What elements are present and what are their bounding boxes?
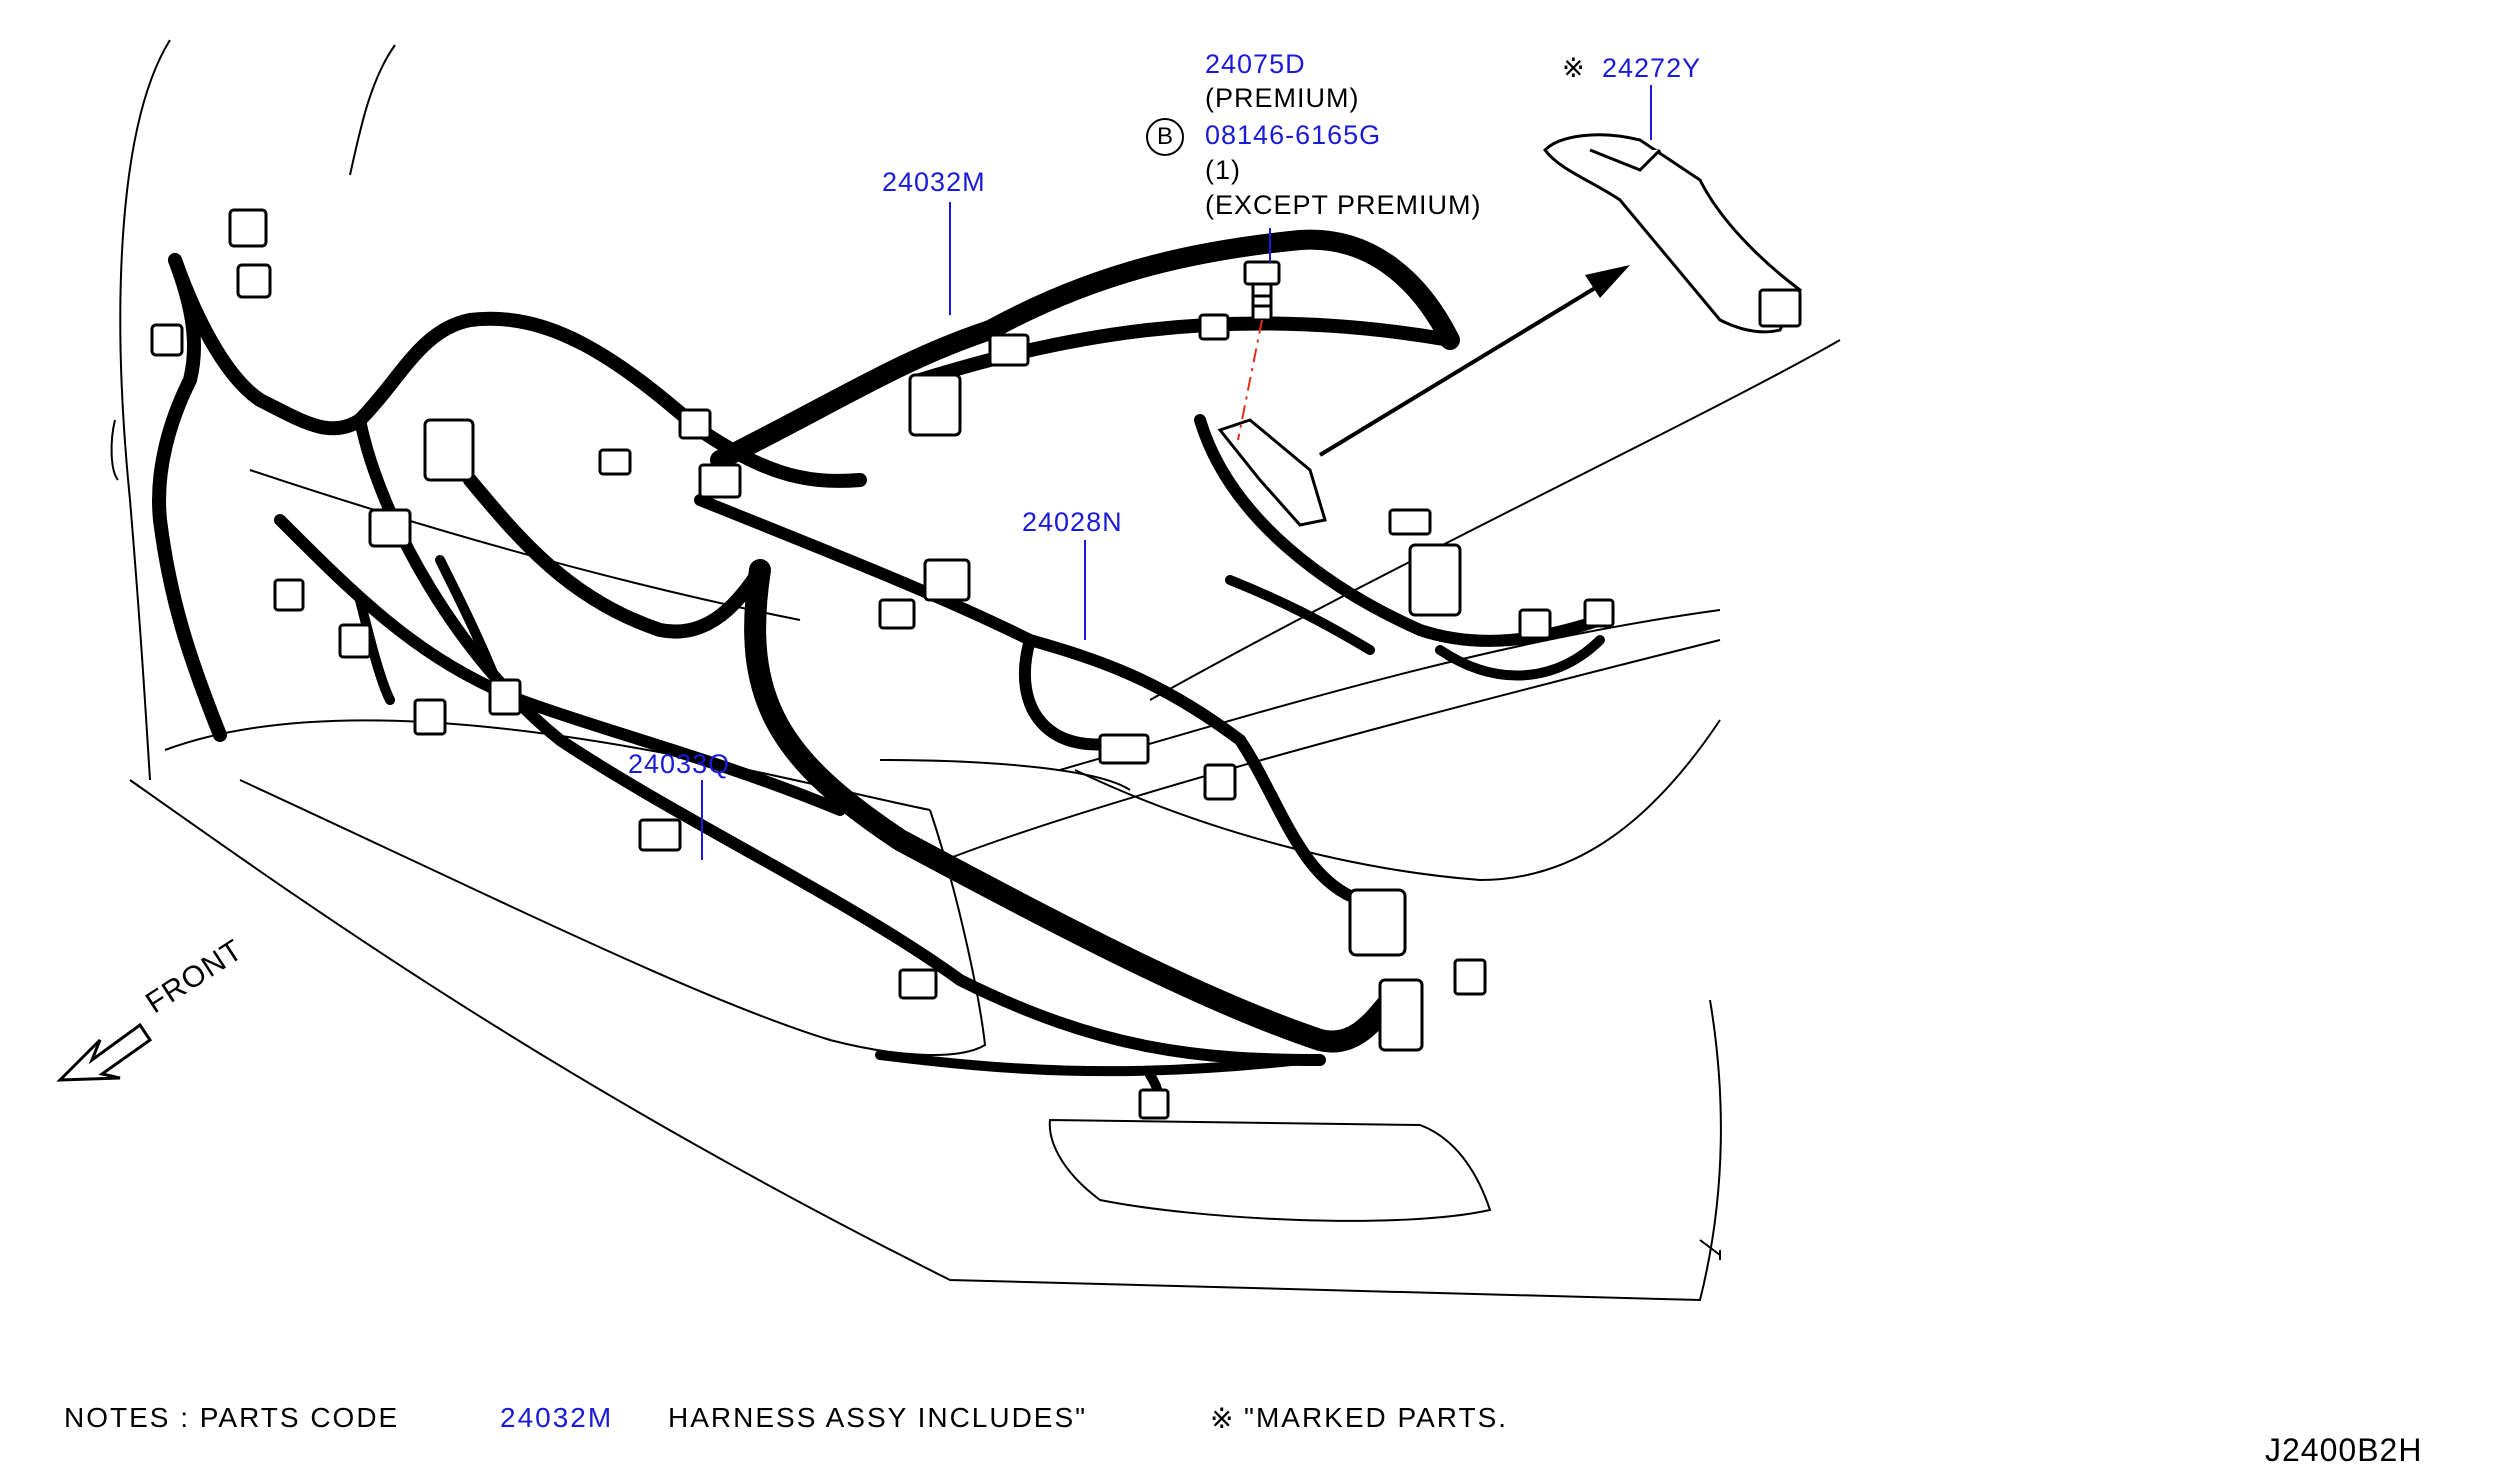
connectors: [150, 208, 1615, 1120]
diagram-id: J2400B2H: [2265, 1432, 2423, 1468]
callout-24075D[interactable]: 24075D: [1205, 49, 1306, 79]
bolt-dash-leader: [1237, 319, 1263, 441]
bolt-clip: [1243, 260, 1281, 322]
notes-middle: HARNESS ASSY INCLUDES": [668, 1402, 1088, 1433]
callout-leaders: [701, 85, 1652, 860]
callout-quantity: (1): [1205, 155, 1241, 185]
marked-part-symbol: ※: [1562, 53, 1586, 83]
callout-24028N[interactable]: 24028N: [1022, 507, 1123, 537]
front-arrow-icon: [56, 1022, 153, 1082]
notes-prefix: NOTES : PARTS CODE: [64, 1402, 400, 1433]
bracket-24272Y: [1543, 133, 1802, 334]
notes-parts-code[interactable]: 24032M: [500, 1402, 614, 1433]
notes-suffix: "MARKED PARTS.: [1244, 1402, 1509, 1433]
callout-08146-6165G[interactable]: 08146-6165G: [1205, 120, 1382, 150]
mount-bracket: [1217, 418, 1327, 527]
wiring-harness: [152, 229, 1606, 1115]
bracket-arrow: [1318, 265, 1630, 457]
callout-except-premium: (EXCEPT PREMIUM): [1205, 190, 1482, 220]
callout-premium: (PREMIUM): [1205, 83, 1360, 113]
callout-24033Q[interactable]: 24033Q: [628, 749, 731, 779]
vehicle-body-outline: [110, 39, 1841, 1302]
notes-mark-symbol: ※: [1210, 1403, 1236, 1434]
bolt-marker-b: B: [1146, 118, 1184, 156]
callout-24272Y[interactable]: 24272Y: [1602, 53, 1702, 83]
callout-24032M[interactable]: 24032M: [882, 167, 986, 197]
